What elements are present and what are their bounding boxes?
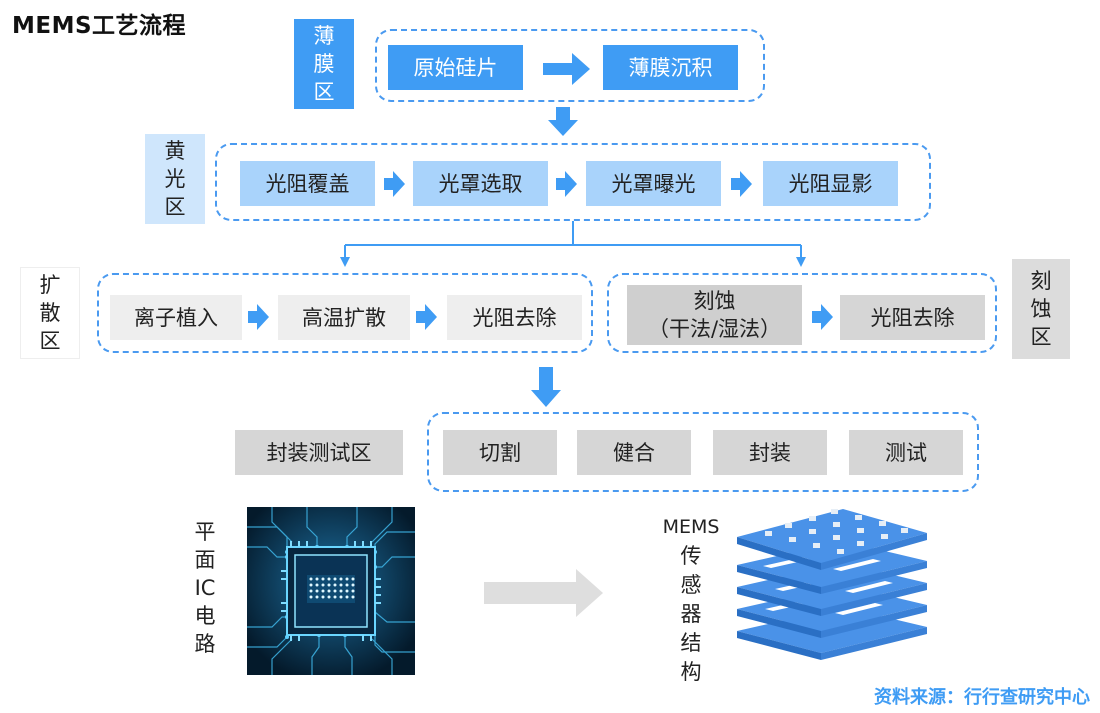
zone-char: 区 — [39, 329, 61, 353]
step-resist-develop: 光阻显影 — [763, 161, 898, 206]
flow-arrow-icon — [416, 304, 437, 330]
zone-char: 光 — [164, 167, 186, 191]
step-mask-selection: 光罩选取 — [413, 161, 548, 206]
etch-label: 刻蚀 — [693, 289, 736, 313]
etching-group — [607, 273, 997, 353]
step-resist-removal-diffusion: 光阻去除 — [447, 295, 582, 340]
label-char: 电 — [194, 604, 216, 628]
thin-film-group — [375, 29, 765, 102]
step-packaging: 封装 — [713, 430, 827, 475]
zone-char: 区 — [164, 195, 186, 219]
zone-label-thin-film: 薄 膜 区 — [294, 19, 354, 109]
flow-arrow-icon — [548, 107, 578, 136]
flow-arrow-icon — [484, 569, 603, 617]
label-text: MEMS — [662, 516, 720, 538]
step-mask-exposure: 光罩曝光 — [586, 161, 721, 206]
step-resist-coating: 光阻覆盖 — [240, 161, 375, 206]
page-title: MEMS工艺流程 — [12, 13, 187, 39]
flow-arrow-icon — [731, 171, 752, 197]
mems-structure-label: MEMS 传 感 器 结 构 — [655, 513, 727, 687]
step-thin-film-deposition: 薄膜沉积 — [603, 45, 738, 90]
zone-char: 蚀 — [1030, 297, 1052, 321]
flow-arrow-icon — [248, 304, 269, 330]
diffusion-group — [97, 273, 593, 353]
planar-ic-label: 平 面 IC 电 路 — [186, 518, 224, 658]
label-char: 路 — [194, 632, 216, 656]
zone-char: 膜 — [313, 52, 335, 76]
zone-char: 黄 — [164, 139, 186, 163]
step-dicing: 切割 — [443, 430, 557, 475]
label-char: 面 — [194, 548, 216, 572]
label-char: IC — [194, 576, 216, 600]
label-char: 感 — [680, 573, 702, 597]
mems-layer-stack-image — [737, 509, 927, 660]
zone-char: 薄 — [313, 24, 335, 48]
flow-arrow-icon — [543, 53, 590, 85]
step-testing: 测试 — [849, 430, 963, 475]
step-etching: 刻蚀 （干法/湿法） — [627, 285, 802, 345]
zone-char: 区 — [313, 80, 335, 104]
source-note: 资料来源：行行查研究中心 — [874, 687, 1090, 708]
step-ion-implant: 离子植入 — [110, 295, 242, 340]
step-bonding: 健合 — [577, 430, 691, 475]
label-char: 平 — [194, 520, 216, 544]
chip-image — [247, 507, 415, 675]
zone-char: 刻 — [1030, 269, 1052, 293]
label-char: 结 — [680, 631, 702, 655]
step-raw-silicon-wafer: 原始硅片 — [388, 45, 523, 90]
zone-char: 扩 — [39, 273, 61, 297]
step-resist-removal-etching: 光阻去除 — [840, 295, 985, 340]
zone-char: 散 — [39, 301, 61, 325]
label-char: 器 — [680, 602, 702, 626]
step-high-temp-diffusion: 高温扩散 — [278, 295, 410, 340]
packaging-group — [427, 412, 979, 492]
zone-char: 区 — [1030, 325, 1052, 349]
flow-arrow-icon — [384, 171, 405, 197]
zone-label-diffusion: 扩 散 区 — [20, 267, 80, 359]
zone-label-packaging-test: 封装测试区 — [235, 430, 403, 475]
flow-arrow-icon — [812, 304, 833, 330]
zone-label-etching: 刻 蚀 区 — [1012, 259, 1070, 359]
flow-arrow-icon — [556, 171, 577, 197]
label-char: 构 — [680, 660, 702, 684]
flow-arrow-icon — [531, 367, 561, 407]
zone-label-yellow-light: 黄 光 区 — [145, 134, 205, 224]
label-char: 传 — [680, 544, 702, 568]
etch-method-label: （干法/湿法） — [647, 317, 782, 341]
yellow-light-group — [215, 143, 931, 221]
